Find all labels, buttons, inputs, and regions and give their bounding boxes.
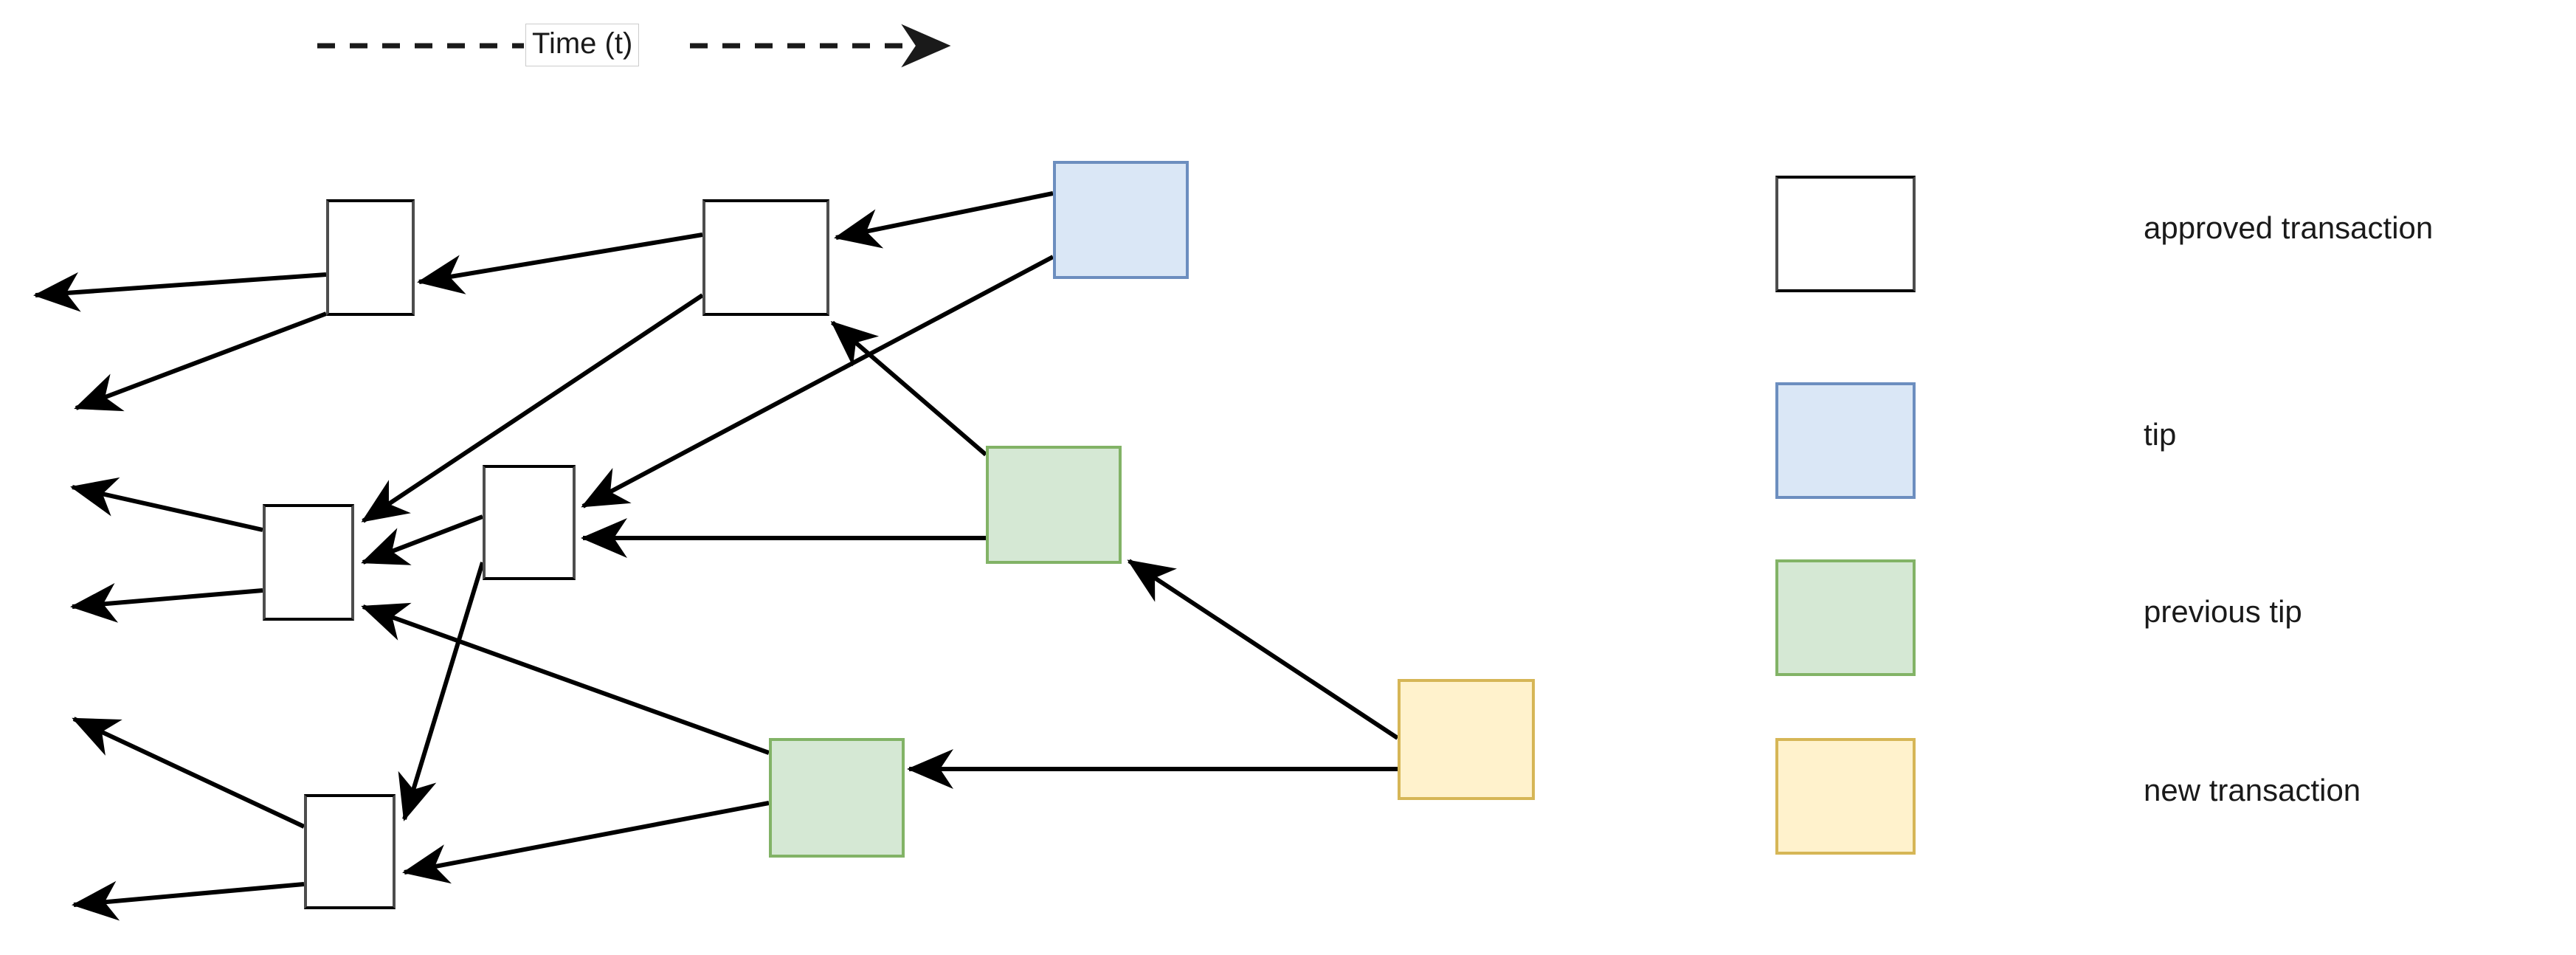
- edge-green2-to-c: [361, 602, 770, 755]
- legend-label-new-transaction: new transaction: [2144, 773, 2361, 807]
- edge-e-offscreen-2: [72, 880, 305, 921]
- edge-a-offscreen-2: [74, 311, 328, 412]
- node-previous-tip-1[interactable]: [986, 446, 1122, 564]
- node-tip[interactable]: [1053, 161, 1189, 279]
- node-new-transaction[interactable]: [1398, 679, 1535, 800]
- edge-tip-to-d: [581, 255, 1054, 508]
- edge-green2-to-e: [402, 801, 770, 884]
- legend-swatch-new-transaction: [1775, 738, 1916, 855]
- time-axis-label: Time (t): [525, 24, 640, 66]
- edge-tip-to-b: [834, 191, 1054, 249]
- node-approved-e[interactable]: [304, 794, 396, 909]
- legend-label-previous-tip: previous tip: [2144, 594, 2302, 629]
- edge-new-to-green1: [1127, 559, 1399, 740]
- node-approved-b[interactable]: [702, 199, 829, 316]
- node-approved-c[interactable]: [263, 504, 354, 621]
- legend-label-tip: tip: [2144, 417, 2177, 452]
- edge-a-offscreen-1: [33, 272, 327, 312]
- node-previous-tip-2[interactable]: [769, 738, 905, 858]
- node-approved-d[interactable]: [483, 465, 576, 580]
- legend-swatch-tip: [1775, 382, 1916, 499]
- node-approved-a[interactable]: [326, 199, 415, 316]
- edge-b-to-a: [417, 232, 703, 294]
- edge-b-to-c: [361, 293, 704, 523]
- edge-e-offscreen-1: [72, 717, 305, 829]
- edge-c-offscreen-1: [70, 477, 263, 532]
- edge-green1-to-b: [830, 320, 987, 457]
- legend-swatch-approved-transaction: [1775, 176, 1916, 292]
- edge-d-to-c: [361, 514, 484, 565]
- edge-c-offscreen-2: [70, 582, 263, 623]
- legend-label-approved-transaction: approved transaction: [2144, 210, 2434, 245]
- legend-swatch-previous-tip: [1775, 559, 1916, 676]
- edge-group: [33, 191, 1399, 921]
- edge-d-to-e: [398, 562, 485, 821]
